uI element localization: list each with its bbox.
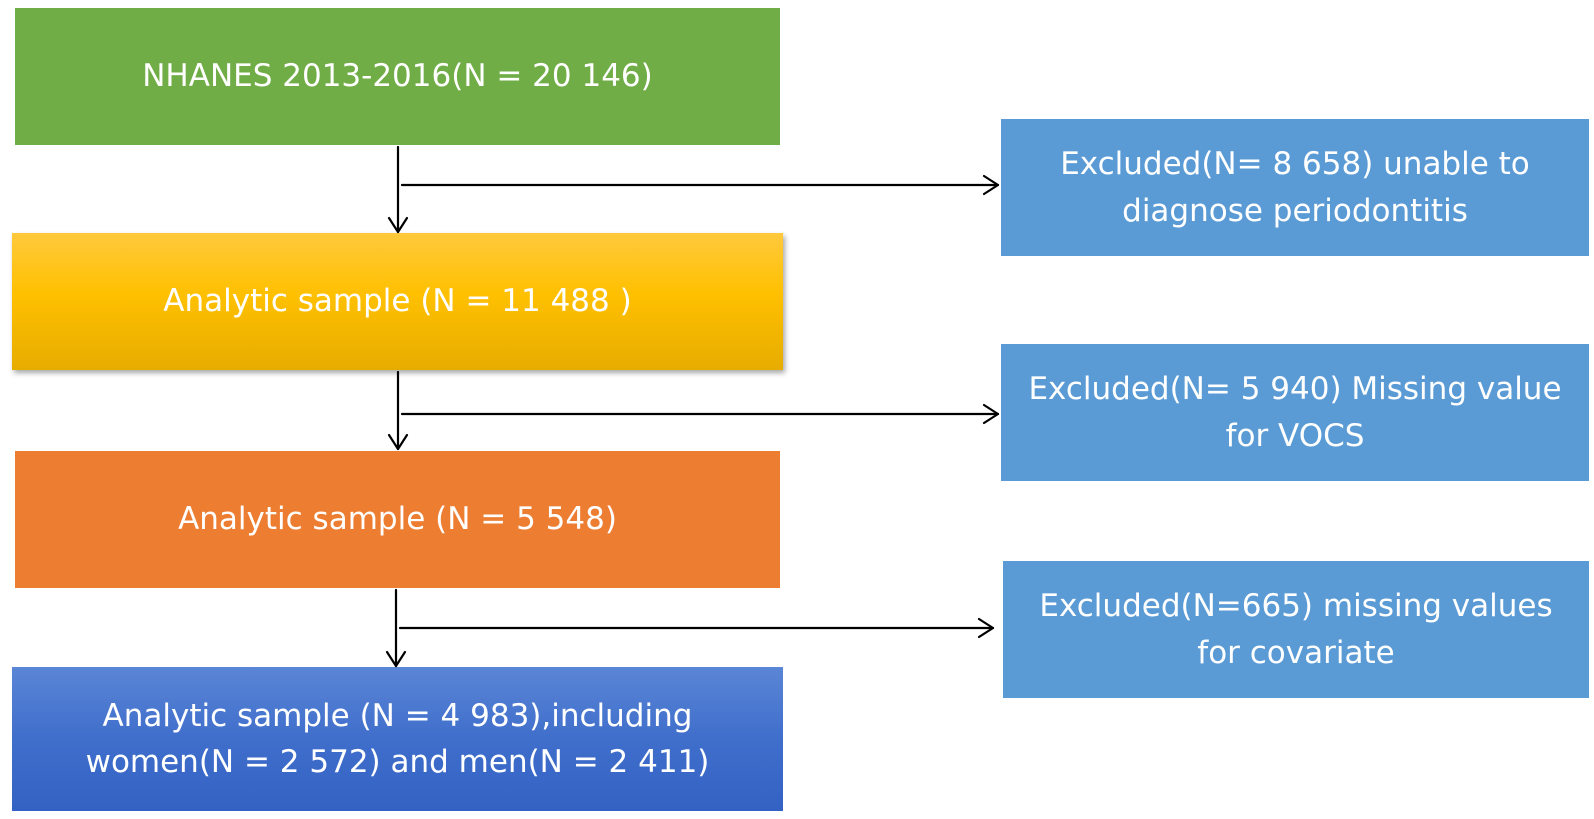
arrow-right-3-head [977, 617, 995, 639]
box-analytic-sample-2-label: Analytic sample (N = 5 548) [178, 501, 617, 538]
box-excluded-covariate-line2: for covariate [1197, 634, 1395, 671]
box-excluded-vocs-line1: Excluded(N= 5 940) Missing value [1028, 371, 1562, 407]
box-excluded-vocs-line2: for VOCS [1225, 417, 1365, 454]
box-analytic-sample-1-label: Analytic sample (N = 11 488 ) [163, 283, 632, 320]
box-excluded-covariate: Excluded(N=665) missing values for covar… [1003, 561, 1589, 698]
box-nhanes-total-label: NHANES 2013-2016(N = 20 146) [142, 58, 653, 95]
box-analytic-sample-final-line2: women(N = 2 572) and men(N = 2 411) [85, 744, 710, 780]
arrow-down-2-head [387, 433, 409, 451]
box-excluded-covariate-line1: Excluded(N=665) missing values [1039, 588, 1553, 624]
box-analytic-sample-1: Analytic sample (N = 11 488 ) [12, 233, 783, 370]
arrow-down-1-head [387, 216, 409, 234]
box-analytic-sample-final: Analytic sample (N = 4 983),including wo… [12, 667, 783, 811]
box-excluded-periodontitis-line1: Excluded(N= 8 658) unable to [1060, 146, 1530, 182]
arrow-right-1-head [982, 174, 1000, 196]
box-excluded-vocs: Excluded(N= 5 940) Missing value for VOC… [1001, 344, 1589, 481]
box-analytic-sample-2: Analytic sample (N = 5 548) [15, 451, 780, 588]
arrow-down-3-head [385, 650, 407, 668]
box-excluded-periodontitis-line2: diagnose periodontitis [1122, 192, 1468, 229]
box-nhanes-total: NHANES 2013-2016(N = 20 146) [15, 8, 780, 145]
box-excluded-periodontitis: Excluded(N= 8 658) unable to diagnose pe… [1001, 119, 1589, 256]
box-analytic-sample-final-line1: Analytic sample (N = 4 983),including [102, 697, 693, 734]
arrow-right-2-head [982, 403, 1000, 425]
